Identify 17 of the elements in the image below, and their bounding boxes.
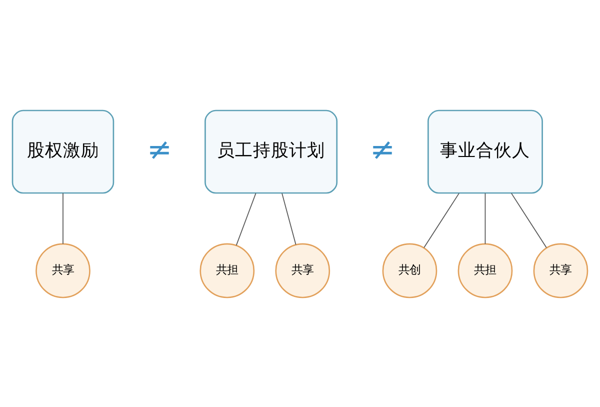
node-box: 员工持股计划 [204,109,338,194]
connector [62,192,64,244]
label: ≠ [370,132,396,167]
node-circle: 共享 [275,242,330,298]
node-box: 事业合伙人 [428,109,543,194]
connector [424,192,460,248]
node-circle: 共享 [36,242,90,298]
connector [484,192,486,244]
node-circle: 共担 [458,242,513,298]
connector [236,192,256,246]
label: ≠ [147,132,172,167]
node-circle: 共担 [200,242,255,298]
node-box: 股权激励 [12,109,114,194]
connector [510,192,547,248]
node-circle: 共享 [533,242,588,298]
node-circle: 共创 [382,242,438,298]
connector [282,192,296,245]
